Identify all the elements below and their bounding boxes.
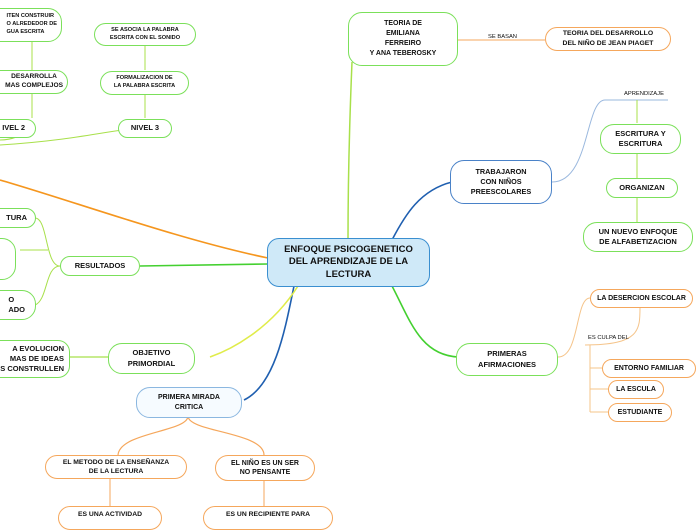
nuevo-enfoque-node[interactable]: UN NUEVO ENFOQUE DE ALFABETIZACION [583,222,693,252]
escritura-node[interactable]: ESCRITURA Y ESCRITURA [600,124,681,154]
actividad-node[interactable]: ES UNA ACTIVIDAD [58,506,162,530]
link-central-primeras [391,285,459,358]
entorno-familiar-node[interactable]: ENTORNO FAMILIAR [602,359,696,378]
link-central-teoria [347,61,353,241]
formalizacion-node[interactable]: FORMALIZACION DE LA PALABRA ESCRITA [100,71,189,95]
escuela-node[interactable]: LA ESCULA [608,380,664,399]
asocia-palabra-node[interactable]: SE ASOCIA LA PALABRA ESCRITA CON EL SONI… [94,23,196,46]
trabajaron-node[interactable]: TRABAJARON CON NIÑOS PREESCOLARES [450,160,552,204]
evolucion-ideas-node[interactable]: A EVOLUCION MAS DE IDEAS S CONSTRULLEN [0,340,70,378]
nino-no-pensante-node[interactable]: EL NIÑO ES UN SER NO PENSANTE [215,455,315,481]
link-primeras-desercion [557,297,591,358]
nivel-3-node[interactable]: NIVEL 3 [118,119,172,138]
resultado-ado-node[interactable]: O ADO [0,290,36,320]
primeras-afirmaciones-node[interactable]: PRIMERAS AFIRMACIONES [456,343,558,376]
aprendizaje-label: APRENDIZAJE [624,91,664,97]
recipiente-node[interactable]: ES UN RECIPIENTE PARA [203,506,333,530]
link-central-resultados [139,263,269,267]
link-central-trabajaron [391,181,453,241]
se-basan-label: SE BASAN [488,34,517,40]
objetivo-primordial-node[interactable]: OBJETIVO PRIMORDIAL [108,343,195,374]
link-culpa-items [589,345,608,413]
resultados-node[interactable]: RESULTADOS [60,256,140,276]
link-resultados-children [20,217,61,306]
desercion-escolar-node[interactable]: LA DESERCION ESCOLAR [590,289,693,308]
estudiante-node[interactable]: ESTUDIANTE [608,403,672,422]
resultado-blank-node[interactable] [0,238,16,280]
link-central-objetivo [209,285,299,358]
central-topic[interactable]: ENFOQUE PSICOGENETICO DEL APRENDIZAJE DE… [267,238,430,287]
link-mirada-children [117,415,265,456]
culpa-label: ES CULPA DEL [588,335,629,341]
nivel-2-node[interactable]: IVEL 2 [0,119,36,138]
piaget-theory-node[interactable]: TEORIA DEL DESARROLLO DEL NIÑO DE JEAN P… [545,27,671,51]
link-trabajaron-aprendizaje [551,99,668,183]
metodo-ensenanza-node[interactable]: EL METODO DE LA ENSEÑANZA DE LA LECTURA [45,455,187,479]
construir-node[interactable]: ITEN CONSTRUIR O ALREDEDOR DE GUA ESCRIT… [0,8,62,42]
resultado-tura-node[interactable]: TURA [0,208,36,228]
organizan-node[interactable]: ORGANIZAN [606,178,678,198]
primera-mirada-node[interactable]: PRIMERA MIRADA CRITICA [136,387,242,418]
desarrolla-node[interactable]: DESARROLLA MAS COMPLEJOS [0,70,68,94]
link-central-mirada [243,285,295,401]
teoria-authors-node[interactable]: TEORIA DE EMILIANA FERREIRO Y ANA TEBERO… [348,12,458,66]
link-central-niveles [0,179,269,259]
link-desercion-culpa [584,306,641,346]
